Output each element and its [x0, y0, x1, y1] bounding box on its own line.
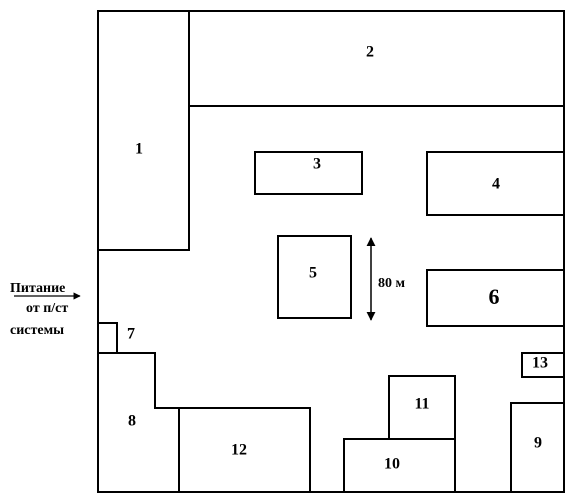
building-11 [388, 375, 456, 440]
building-5-label: 5 [309, 265, 317, 282]
building-7 [97, 322, 118, 354]
building-4-label: 4 [492, 176, 500, 193]
building-3-label: 3 [313, 156, 321, 173]
building-4 [426, 151, 565, 216]
building-11-label: 11 [414, 396, 429, 413]
building-2 [188, 10, 565, 107]
building-6-label: 6 [489, 284, 500, 309]
building-13 [521, 352, 565, 378]
building-8 [97, 352, 180, 493]
building-1-label: 1 [135, 141, 143, 158]
building-10-label: 10 [384, 456, 400, 473]
building-8-label: 8 [128, 413, 136, 430]
building-7-label: 7 [127, 326, 135, 343]
building-9 [510, 402, 565, 493]
building-12 [178, 407, 311, 493]
building-1 [97, 10, 190, 251]
building-6 [426, 269, 565, 327]
building-5 [277, 235, 352, 319]
power-supply-line2: от п/ст [26, 301, 68, 316]
building-12-label: 12 [231, 442, 247, 459]
building-3 [254, 151, 363, 195]
power-supply-line3: системы [10, 323, 64, 338]
building-13-label: 13 [532, 355, 548, 372]
building-2-label: 2 [366, 44, 374, 61]
building-10 [343, 438, 456, 493]
dimension-label: 80 м [378, 276, 406, 291]
building-9-label: 9 [534, 435, 542, 452]
power-supply-line1: Питание [10, 281, 65, 296]
